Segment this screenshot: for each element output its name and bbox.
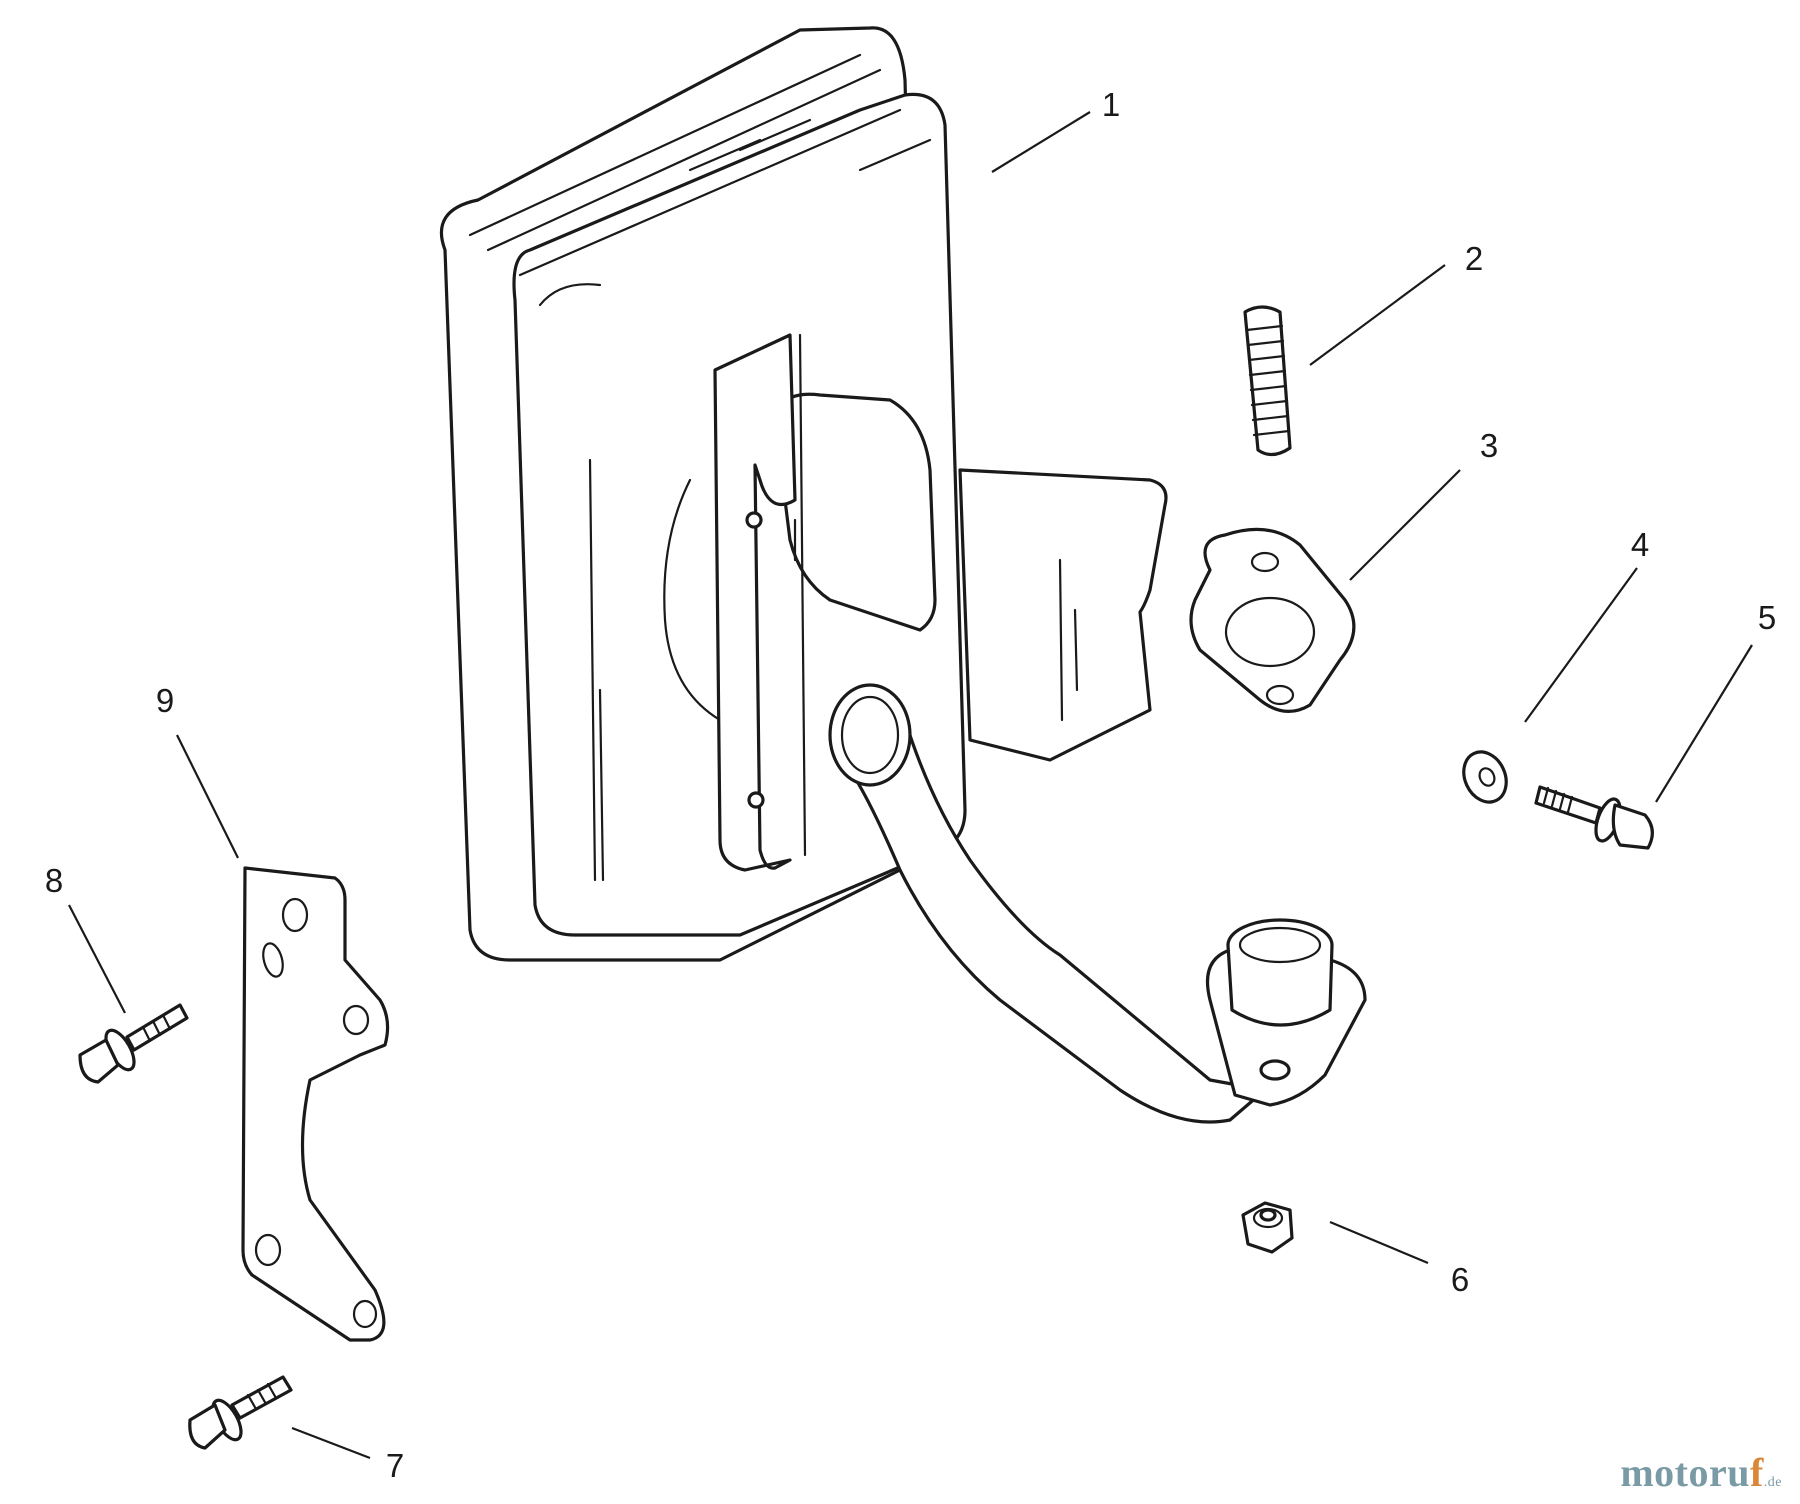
washer-icon bbox=[1462, 750, 1508, 804]
watermark-main: motoru bbox=[1620, 1450, 1750, 1495]
callout-5: 5 bbox=[1758, 599, 1776, 636]
stud-icon bbox=[1243, 305, 1292, 457]
leader-line-7 bbox=[291, 1426, 371, 1460]
leader-line-9 bbox=[176, 734, 239, 859]
bolt-icon bbox=[1534, 785, 1654, 850]
bolt-icon bbox=[78, 1003, 189, 1084]
callout-4: 4 bbox=[1631, 526, 1649, 563]
leader-line-1 bbox=[991, 111, 1091, 173]
muffler-icon bbox=[439, 26, 1367, 1124]
leader-lines bbox=[68, 111, 1753, 1460]
leader-line-5 bbox=[1655, 644, 1753, 803]
leader-line-4 bbox=[1524, 567, 1638, 723]
watermark-logo: motoruf.de bbox=[1620, 1449, 1782, 1496]
gasket-icon bbox=[1189, 527, 1356, 713]
callout-7: 7 bbox=[386, 1447, 404, 1484]
callout-3: 3 bbox=[1480, 427, 1498, 464]
bracket-icon bbox=[241, 866, 390, 1342]
leader-line-6 bbox=[1329, 1220, 1429, 1265]
watermark-tld: .de bbox=[1763, 1475, 1782, 1490]
bolt-icon bbox=[188, 1375, 293, 1450]
watermark-accent: f bbox=[1749, 1450, 1764, 1495]
callout-1: 1 bbox=[1102, 86, 1120, 123]
nut-icon bbox=[1241, 1201, 1294, 1254]
callout-6: 6 bbox=[1451, 1261, 1469, 1298]
callout-8: 8 bbox=[45, 862, 63, 899]
callout-9: 9 bbox=[156, 682, 174, 719]
leader-line-3 bbox=[1349, 469, 1461, 581]
leader-line-8 bbox=[68, 904, 126, 1014]
callout-2: 2 bbox=[1465, 240, 1483, 277]
leader-line-2 bbox=[1309, 264, 1446, 366]
callout-labels: 1 2 3 4 5 6 7 8 9 bbox=[45, 86, 1776, 1484]
